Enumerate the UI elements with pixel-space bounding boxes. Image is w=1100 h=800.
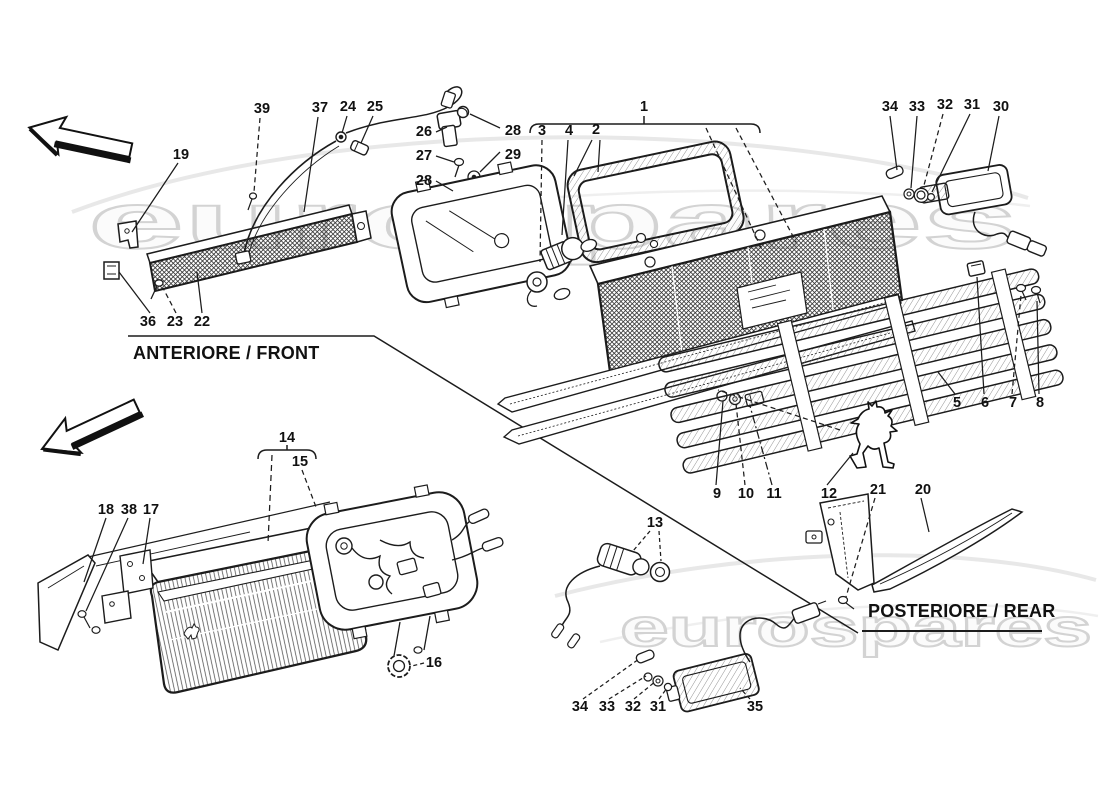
license-lamp-connector	[551, 542, 671, 649]
grille-fasteners	[966, 260, 1042, 304]
rear-lamp-fasteners	[635, 649, 673, 692]
part-label-29: 29	[504, 147, 522, 163]
part-label-18: 18	[97, 502, 115, 518]
group-brackets	[257, 116, 761, 460]
part-label-17: 17	[142, 502, 160, 518]
part-label-14: 14	[278, 430, 296, 446]
part-label-22: 22	[193, 314, 211, 330]
part-label-11: 11	[766, 486, 782, 502]
rear-grille	[658, 268, 1064, 474]
front-trim-and-brackets	[37, 549, 411, 678]
rear-bracket	[805, 493, 875, 610]
part-label-25: 25	[366, 99, 384, 115]
part-label-21: 21	[869, 482, 887, 498]
part-label-6: 6	[980, 395, 990, 411]
part-label-3: 3	[537, 123, 547, 139]
part-label-24: 24	[339, 99, 357, 115]
leader-lines	[83, 113, 1040, 700]
part-label-33a: 33	[908, 99, 926, 115]
part-label-32a: 32	[936, 97, 954, 113]
part-label-27: 27	[415, 148, 433, 164]
part-label-31b: 31	[649, 699, 667, 715]
section-title-front: ANTERIORE / FRONT	[133, 343, 320, 363]
part-label-34b: 34	[571, 699, 589, 715]
watermark-text-lower: eurospares	[620, 598, 1092, 658]
part-label-7: 7	[1008, 395, 1018, 411]
tail-light-housing	[390, 161, 572, 309]
part-label-10: 10	[737, 486, 755, 502]
part-label-5: 5	[952, 395, 962, 411]
part-label-4: 4	[564, 123, 574, 139]
part-label-1: 1	[639, 99, 649, 115]
part-label-36: 36	[139, 314, 157, 330]
part-label-28b: 28	[415, 173, 433, 189]
rear-blade	[871, 508, 1024, 593]
part-label-38: 38	[120, 502, 138, 518]
tail-light-lens-cluster	[588, 195, 904, 374]
section-title-rear: POSTERIORE / REAR	[868, 601, 1056, 621]
part-label-30: 30	[992, 99, 1010, 115]
side-marker-lamp	[885, 164, 1048, 257]
part-label-12: 12	[820, 486, 838, 502]
part-label-23: 23	[166, 314, 184, 330]
part-label-9: 9	[712, 486, 722, 502]
section-separators	[128, 335, 1042, 634]
watermark-lower: eurospares	[554, 553, 1099, 659]
prancing-horse-emblem	[849, 400, 898, 469]
part-label-8: 8	[1035, 395, 1045, 411]
part-label-19: 19	[172, 147, 190, 163]
rear-direction-arrow	[40, 398, 144, 457]
part-label-28a: 28	[504, 123, 522, 139]
part-label-37: 37	[311, 100, 329, 116]
front-direction-arrow	[27, 115, 134, 164]
part-label-26: 26	[415, 124, 433, 140]
part-label-13: 13	[646, 515, 664, 531]
part-label-2: 2	[591, 122, 601, 138]
part-label-39: 39	[253, 101, 271, 117]
rear-marker-lamp	[665, 600, 827, 713]
headlight-housing	[305, 484, 504, 657]
front-wire-harness	[234, 86, 463, 265]
part-label-32b: 32	[624, 699, 642, 715]
part-label-34a: 34	[881, 99, 899, 115]
part-label-15: 15	[291, 454, 309, 470]
part-label-20: 20	[914, 482, 932, 498]
part-label-35: 35	[746, 699, 764, 715]
part-label-33b: 33	[598, 699, 616, 715]
part-label-16: 16	[425, 655, 443, 671]
part-label-31a: 31	[963, 97, 981, 113]
